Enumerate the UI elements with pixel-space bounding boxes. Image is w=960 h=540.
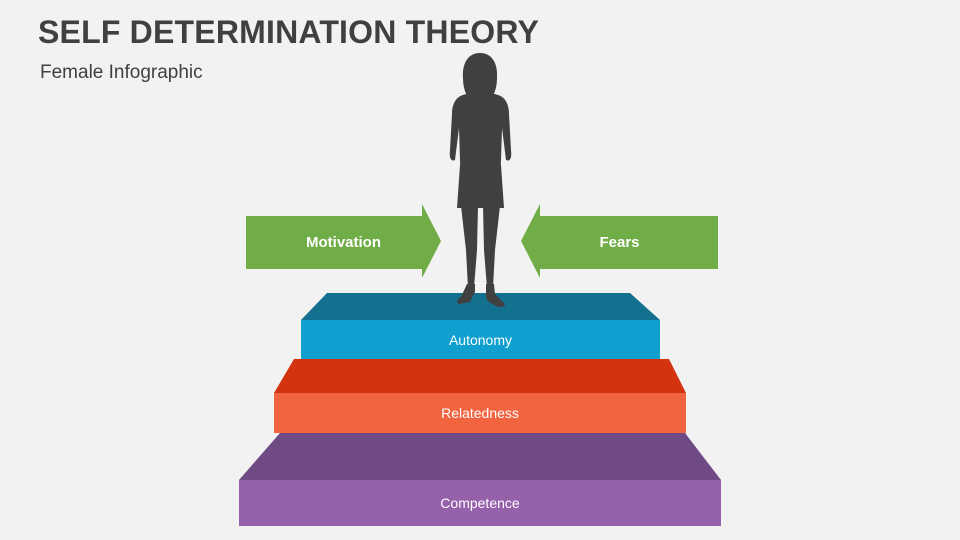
fears-label: Fears — [599, 234, 640, 251]
motivation-arrow — [246, 204, 441, 278]
competence-step-top — [239, 433, 721, 480]
page-title: SELF DETERMINATION THEORY — [38, 14, 539, 50]
competence-label: Competence — [440, 495, 520, 511]
competence-step-front — [239, 480, 721, 526]
relatedness-step-top — [274, 359, 686, 393]
motivation-label: Motivation — [306, 234, 381, 251]
page-subtitle: Female Infographic — [40, 62, 203, 83]
autonomy-label: Autonomy — [448, 331, 513, 348]
fears-arrow — [521, 204, 718, 278]
relatedness-label: Relatedness — [441, 405, 519, 421]
autonomy-step-front — [301, 320, 660, 359]
autonomy-step-top — [301, 293, 660, 320]
female-silhouette-icon — [449, 53, 512, 308]
relatedness-step-front — [274, 393, 686, 433]
